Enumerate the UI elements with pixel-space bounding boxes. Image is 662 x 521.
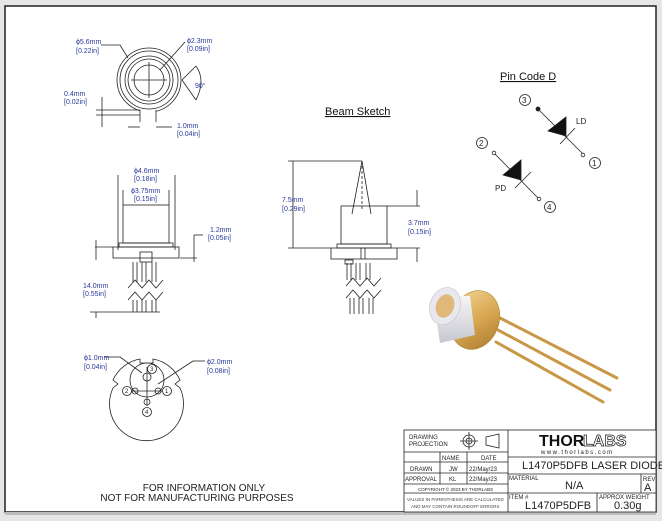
pin-code-title: Pin Code D <box>500 71 556 83</box>
material-label: MATERIAL <box>509 476 539 482</box>
top-outer-dia: ϕ5.6mm <box>76 39 101 46</box>
item-value: L1470P5DFB <box>525 500 591 512</box>
values-note-2: AND MAY CONTAIN ROUNDOFF ERRORS <box>411 504 500 509</box>
side-flange-thickness: 1.2mm <box>210 227 232 234</box>
drawn-date: 22/May/23 <box>469 467 498 473</box>
top-window-dia-in: [0.09in] <box>187 46 210 53</box>
laser-diode-3d-render <box>429 287 619 404</box>
sheet-background <box>4 5 657 513</box>
col-name: NAME <box>442 456 459 462</box>
ld-label: LD <box>576 117 586 126</box>
top-notch-depth: 0.4mm <box>64 91 86 98</box>
beam-cap-height-in: [0.15in] <box>408 229 431 236</box>
item-label: ITEM # <box>509 495 529 501</box>
side-cap-dia: ϕ3.75mm <box>131 188 160 195</box>
approval-date: 22/May/23 <box>469 477 498 483</box>
col-date: DATE <box>481 456 497 462</box>
pin-code-2: 2 <box>479 139 484 148</box>
bottom-pin-2: 2 <box>125 389 129 395</box>
material-value: N/A <box>565 480 584 492</box>
pin-code-1: 1 <box>592 159 597 168</box>
notice-line-2: NOT FOR MANUFACTURING PURPOSES <box>100 493 293 504</box>
rev-value: A <box>644 482 652 494</box>
copyright: COPYRIGHT © 2023 BY THORLABS <box>418 486 493 492</box>
side-view <box>90 175 203 318</box>
approval-name: KL <box>449 477 457 483</box>
side-flange-dia-in: [0.18in] <box>134 176 157 183</box>
weight-value: 0.30g <box>614 500 642 512</box>
pd-label: PD <box>495 184 506 193</box>
drawn-label: DRAWN <box>410 467 432 473</box>
beam-total-height: 7.5mm <box>282 197 304 204</box>
approval-label: APPROVAL <box>405 477 438 483</box>
logo-website: www.thorlabs.com <box>540 450 614 456</box>
side-cap-dia-in: [0.15in] <box>134 196 157 203</box>
logo-thor: THOR <box>539 433 585 450</box>
pin-code-schematic <box>491 106 586 202</box>
side-flange-dia: ϕ4.6mm <box>134 168 159 175</box>
bottom-pin-circle-in: [0.08in] <box>207 368 230 375</box>
beam-total-height-in: [0.29in] <box>282 206 305 213</box>
top-outer-dia-in: [0.22in] <box>76 48 99 55</box>
weight-label: APPROX WEIGHT <box>599 495 650 501</box>
sheet-shadow <box>5 512 656 515</box>
top-view <box>96 41 202 128</box>
pin-code-number-labels: 3 2 1 4 <box>479 96 597 212</box>
top-angle: 90° <box>195 82 206 90</box>
side-flange-thickness-in: [0.05in] <box>208 235 231 242</box>
pin-code-3: 3 <box>522 96 527 105</box>
side-lead-length: 14.0mm <box>83 283 108 290</box>
beam-cap-height: 3.7mm <box>408 220 430 227</box>
thorlabs-logo: THOR LABS www.thorlabs.com <box>539 433 627 456</box>
top-notch-width-in: [0.04in] <box>177 131 200 138</box>
bottom-pin-dia: ϕ1.0mm <box>84 355 109 362</box>
bottom-pin-4: 4 <box>145 410 149 416</box>
top-window-dia: ϕ2.3mm <box>187 38 212 45</box>
beam-sketch <box>288 160 420 314</box>
values-note-1: VALUES IN PARENTHESIS ARE CALCULATED <box>407 497 505 502</box>
part-title: L1470P5DFB LASER DIODE <box>522 460 662 472</box>
bottom-pin-dia-in: [0.04in] <box>84 364 107 371</box>
bottom-pin-3: 3 <box>150 367 154 373</box>
bottom-pin-1: 1 <box>165 389 169 395</box>
title-block <box>403 429 657 513</box>
side-lead-length-in: [0.55in] <box>83 291 106 298</box>
laser-diode-icon <box>547 116 567 137</box>
photodiode-icon <box>502 159 522 181</box>
top-notch-width: 1.0mm <box>177 123 199 130</box>
pin-code-4: 4 <box>547 203 552 212</box>
top-notch-depth-in: [0.02in] <box>64 99 87 106</box>
projection-label-1: DRAWING <box>409 435 438 441</box>
projection-label-2: PROJECTION <box>409 442 448 448</box>
bottom-pin-circle: ϕ2.0mm <box>207 359 232 366</box>
beam-sketch-title: Beam Sketch <box>325 106 390 118</box>
rev-label: REV <box>643 477 655 483</box>
notice-line-1: FOR INFORMATION ONLY <box>143 483 266 494</box>
bottom-view <box>104 356 205 442</box>
bottom-pin-labels: 3 2 1 4 <box>125 367 169 416</box>
logo-labs: LABS <box>583 433 627 450</box>
drawn-name: JW <box>449 467 458 473</box>
pin-code-numbers <box>476 94 601 213</box>
